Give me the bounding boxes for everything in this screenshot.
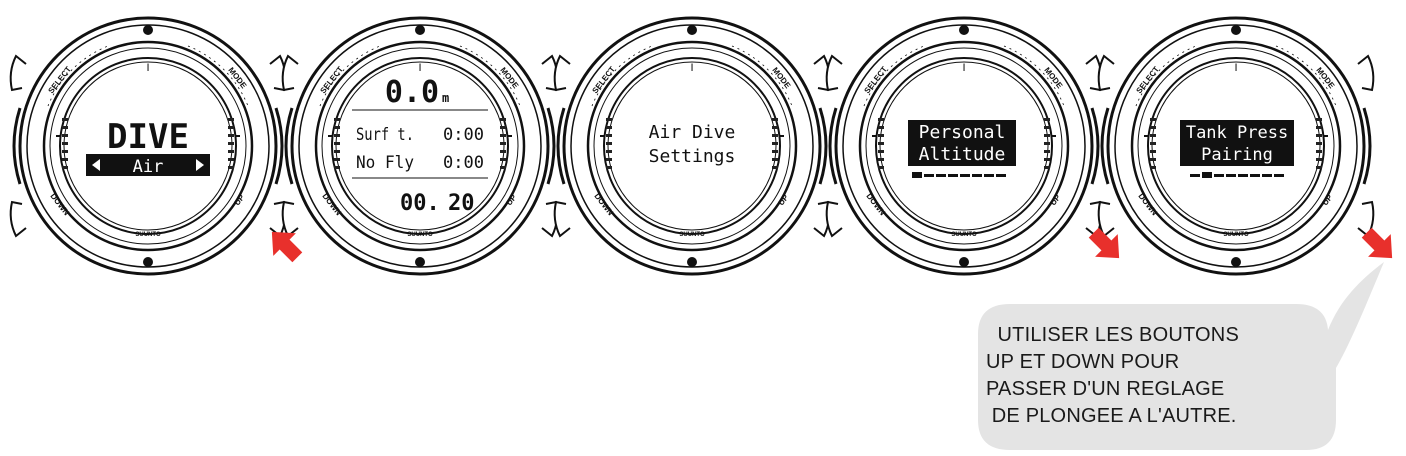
callout-text: UTILISER LES BOUTONS UP ET DOWN POUR PAS… xyxy=(986,322,1316,430)
bottom-right-readout: 20 xyxy=(448,191,475,216)
bezel-top-marker: I xyxy=(1234,62,1237,74)
progress-segment xyxy=(936,174,946,177)
bezel-top-marker: I xyxy=(690,62,693,74)
screen-line-2: Settings xyxy=(649,146,736,167)
no-fly-value: 0:00 xyxy=(443,153,484,173)
progress-segment xyxy=(1214,174,1224,177)
progress-segment xyxy=(1226,174,1236,177)
highlighted-setting-block xyxy=(908,120,1016,166)
depth-value: 0.0 xyxy=(385,75,439,110)
progress-segment xyxy=(948,174,958,177)
bezel-brand-label: SUUNTO xyxy=(1223,232,1249,238)
watch-tank-press-pairing: I SELECT MODE DOWN UP SUUNTO Tank Press … xyxy=(1097,16,1375,276)
surface-time-label: Surf t. xyxy=(356,125,414,145)
red-arrow-icon xyxy=(271,231,303,263)
screen-line-2: Altitude xyxy=(919,144,1006,165)
progress-segment xyxy=(972,174,982,177)
watch-dive-mode: I SELECT MODE DOWN UP SUUNTO DIVE Air xyxy=(9,16,287,276)
bezel-brand-label: SUUNTO xyxy=(135,232,161,238)
depth-unit: m xyxy=(442,91,449,105)
progress-segment-active xyxy=(912,172,922,178)
right-arrow-icon xyxy=(196,159,204,171)
progress-segment xyxy=(1274,174,1284,177)
callout-line: UTILISER LES BOUTONS xyxy=(986,324,1239,346)
bezel-brand-label: SUUNTO xyxy=(679,232,705,238)
no-fly-label: No Fly xyxy=(356,153,414,173)
watch-surface-display: I SELECT MODE DOWN UP SUUNTO 0.0 m Surf … xyxy=(281,16,559,276)
mode-selector-label: Air xyxy=(133,157,164,177)
callout-line: DE PLONGEE A L'AUTRE. xyxy=(986,405,1237,427)
screen-line-1: Tank Press xyxy=(1186,123,1288,143)
progress-segment xyxy=(1190,174,1200,177)
watch-personal-altitude: I SELECT MODE DOWN UP SUUNTO Personal Al… xyxy=(825,16,1103,276)
bezel-brand-label: SUUNTO xyxy=(407,232,433,238)
progress-segment xyxy=(996,174,1006,177)
progress-segment xyxy=(1262,174,1272,177)
callout-line: UP ET DOWN POUR xyxy=(986,351,1180,373)
red-arrow-icon xyxy=(1361,227,1393,259)
settings-progress-bar xyxy=(912,172,1006,178)
screen-line-2: Pairing xyxy=(1201,145,1273,165)
screen-title: DIVE xyxy=(107,117,189,157)
screen-line-1: Personal xyxy=(919,122,1006,143)
bezel-top-marker: I xyxy=(962,62,965,74)
progress-segment xyxy=(1250,174,1260,177)
callout-line: PASSER D'UN REGLAGE xyxy=(986,378,1225,400)
watch-air-dive-settings: I SELECT MODE DOWN UP SUUNTO Air Dive Se… xyxy=(553,16,831,276)
progress-segment xyxy=(984,174,994,177)
bezel-top-marker: I xyxy=(146,62,149,74)
highlighted-setting-block xyxy=(1180,120,1294,166)
bezel-top-marker: I xyxy=(418,62,421,74)
progress-segment xyxy=(924,174,934,177)
progress-segment-active xyxy=(1202,172,1212,178)
progress-segment xyxy=(1238,174,1248,177)
red-arrow-icon xyxy=(1088,227,1120,259)
screen-line-1: Air Dive xyxy=(649,122,736,143)
bezel-brand-label: SUUNTO xyxy=(951,232,977,238)
mode-selector-bar xyxy=(86,154,210,176)
bottom-left-readout: 00. xyxy=(400,191,440,216)
progress-segment xyxy=(960,174,970,177)
left-arrow-icon xyxy=(92,159,100,171)
callout-bubble xyxy=(978,262,1384,450)
surface-time-value: 0:00 xyxy=(443,125,484,145)
settings-progress-bar xyxy=(1190,172,1284,178)
